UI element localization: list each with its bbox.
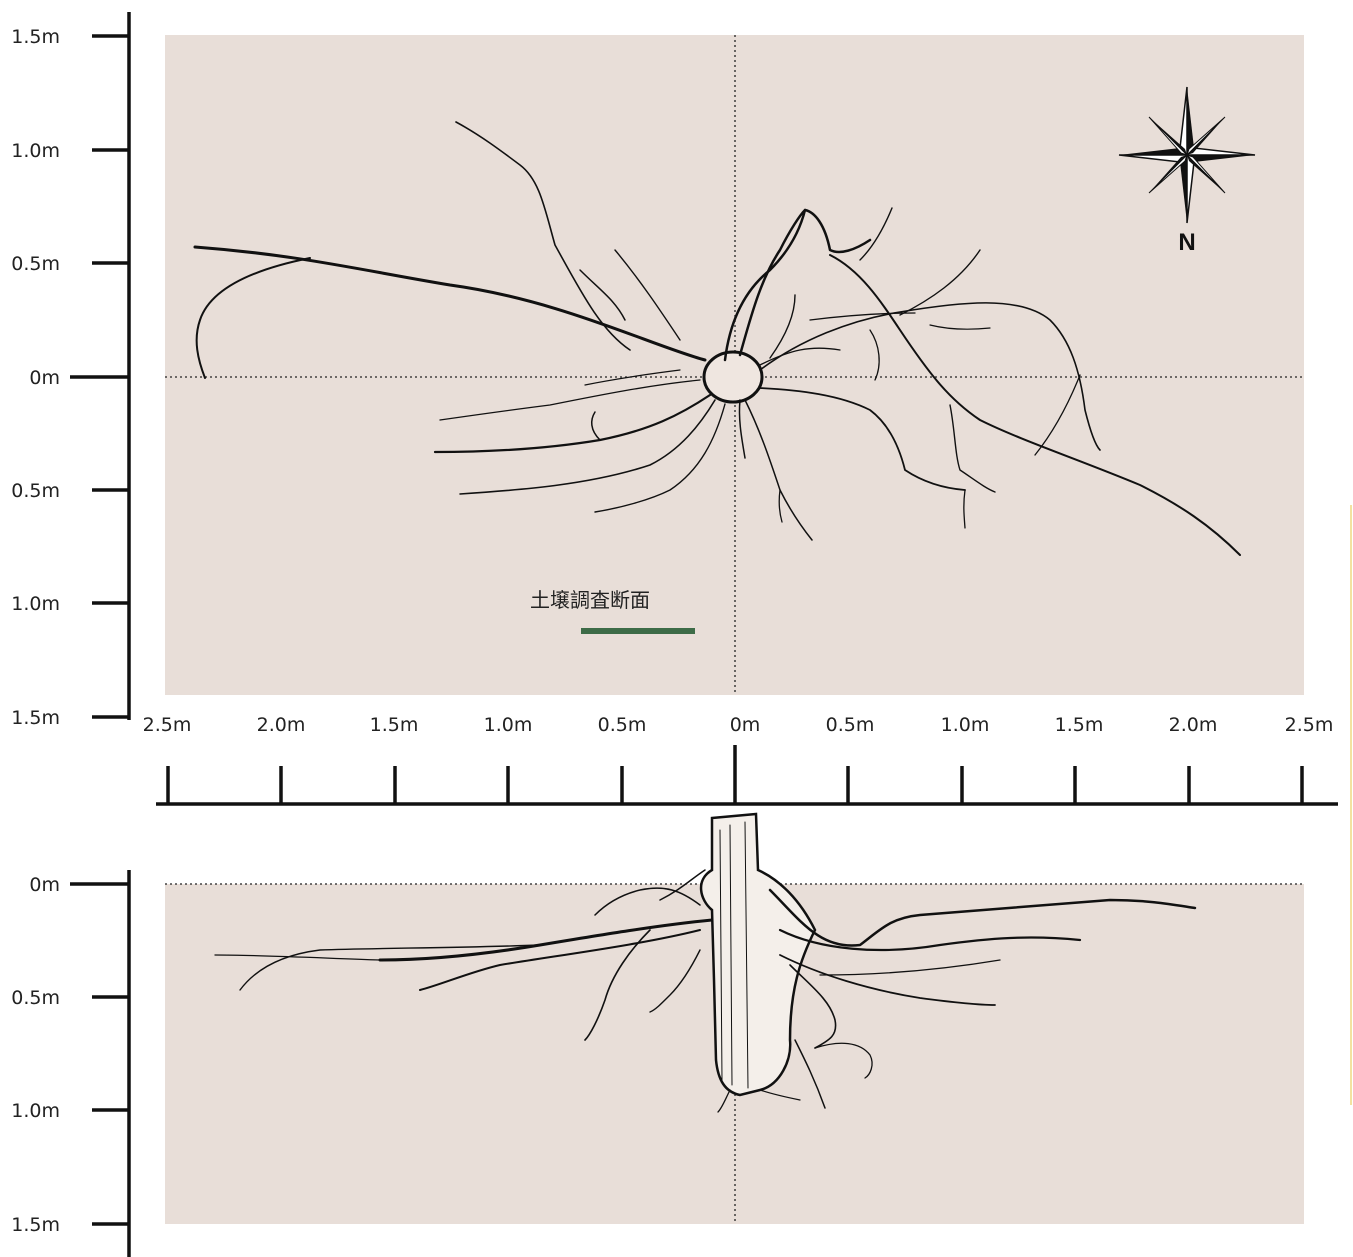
compass-north-label: N (1178, 229, 1195, 256)
section-y-tick-label: 1.5m (11, 1214, 60, 1236)
plan-y-tick-label: 0.5m (11, 480, 60, 502)
x-tick-label: 0m (730, 714, 761, 736)
x-tick-label: 2.5m (143, 714, 192, 736)
x-tick-label: 1.5m (1055, 714, 1104, 736)
plan-y-tick-label: 1.0m (11, 140, 60, 162)
trunk (699, 812, 817, 1097)
section-y-tick-label: 0m (29, 874, 60, 896)
plan-view-y-ticks (70, 34, 129, 719)
x-tick-label: 1.0m (941, 714, 990, 736)
soil-section-label: 土壌調査断面 (530, 588, 650, 612)
section-view-root-system (214, 812, 1197, 1113)
trunk-base-plan (702, 350, 764, 404)
section-y-tick-label: 1.0m (11, 1100, 60, 1122)
x-tick-label: 1.0m (484, 714, 533, 736)
plan-y-tick-label: 1.0m (11, 593, 60, 615)
x-tick-label: 0.5m (826, 714, 875, 736)
plan-y-tick-label: 0m (29, 367, 60, 389)
section-y-tick-label: 0.5m (11, 987, 60, 1009)
section-view: 0m 0.5m 1.0m 1.5m (11, 812, 1304, 1257)
plan-y-tick-label: 1.5m (11, 26, 60, 48)
x-tick-label: 2.5m (1285, 714, 1334, 736)
x-tick-label: 2.0m (257, 714, 306, 736)
x-tick-label: 1.5m (370, 714, 419, 736)
x-tick-label: 0.5m (598, 714, 647, 736)
plan-y-tick-label: 1.5m (11, 707, 60, 729)
x-tick-label: 2.0m (1169, 714, 1218, 736)
plan-y-tick-label: 0.5m (11, 253, 60, 275)
plan-view-root-system (193, 121, 1241, 556)
plan-view: 1.5m 1.0m 0.5m 0m 0.5m 1.0m 1.5m (11, 12, 1333, 736)
horizontal-scale (156, 745, 1338, 806)
section-view-y-ticks (70, 882, 129, 1226)
plan-view-y-tick-labels: 1.5m 1.0m 0.5m 0m 0.5m 1.0m 1.5m (11, 26, 60, 729)
plan-view-x-tick-labels: 2.5m 2.0m 1.5m 1.0m 0.5m 0m 0.5m 1.0m 1.… (143, 714, 1334, 736)
north-compass-icon (1118, 86, 1256, 224)
section-view-y-tick-labels: 0m 0.5m 1.0m 1.5m (11, 874, 60, 1236)
